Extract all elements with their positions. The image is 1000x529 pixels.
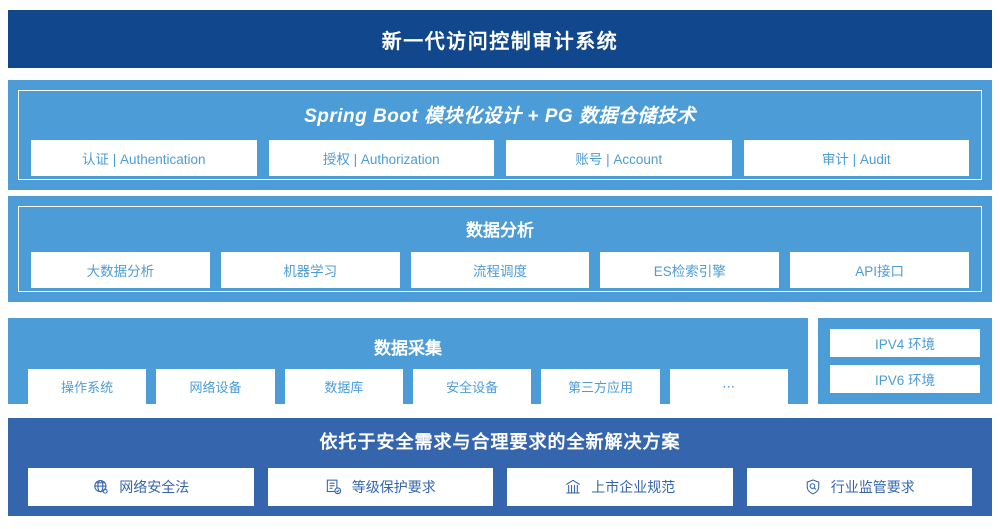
section-data-collection-title: 数据采集 [374,339,442,358]
card-audit[interactable]: 审计 | Audit [743,140,969,176]
section-data-collection: 数据采集 操作系统 网络设备 数据库 安全设备 第三方应用 ⋯ [8,318,808,404]
card-process-scheduling[interactable]: 流程调度 [410,252,590,288]
card-industry-regulation[interactable]: 行业监管要求 [746,468,972,506]
section-springboot-inner: Spring Boot 模块化设计 + PG 数据仓储技术 认证 | Authe… [18,90,982,180]
card-network-device[interactable]: 网络设备 [156,369,275,404]
section-solution-title: 依托于安全需求与合理要求的全新解决方案 [319,432,681,452]
section-springboot: Spring Boot 模块化设计 + PG 数据仓储技术 认证 | Authe… [8,80,992,190]
section-data-analysis-title: 数据分析 [466,221,534,240]
card-database[interactable]: 数据库 [284,369,403,404]
globe-icon [92,478,110,496]
card-machine-learning[interactable]: 机器学习 [220,252,400,288]
card-cybersecurity-law-label: 网络安全法 [119,479,190,495]
document-check-icon [325,478,343,496]
card-ipv4-environment[interactable]: IPV4 环境 [830,329,980,357]
page-header: 新一代访问控制审计系统 [8,10,992,68]
section-data-collection-card-row: 操作系统 网络设备 数据库 安全设备 第三方应用 ⋯ [18,369,798,404]
section-data-analysis-card-row: 大数据分析 机器学习 流程调度 ES检索引擎 API接口 [19,252,981,288]
card-industry-regulation-label: 行业监管要求 [830,479,915,495]
bank-icon [564,478,582,496]
card-more-ellipsis[interactable]: ⋯ [669,369,788,404]
shield-search-icon [804,478,822,496]
section-data-analysis-inner: 数据分析 大数据分析 机器学习 流程调度 ES检索引擎 API接口 [18,206,982,292]
section-data-collection-inner: 数据采集 操作系统 网络设备 数据库 安全设备 第三方应用 ⋯ [18,326,798,404]
card-authorization[interactable]: 授权 | Authorization [268,140,494,176]
section-solution: 依托于安全需求与合理要求的全新解决方案 网络安全法 [8,418,992,516]
section-ipv-environment: IPV4 环境 IPV6 环境 [818,318,992,404]
card-grade-protection[interactable]: 等级保护要求 [267,468,493,506]
section-springboot-title: Spring Boot 模块化设计 + PG 数据仓储技术 [304,106,696,127]
card-listed-company-standards[interactable]: 上市企业规范 [507,468,733,506]
card-operating-system[interactable]: 操作系统 [28,369,147,404]
card-api-interface[interactable]: API接口 [790,252,969,288]
section-solution-inner: 依托于安全需求与合理要求的全新解决方案 网络安全法 [18,428,982,506]
page-title: 新一代访问控制审计系统 [381,30,619,53]
card-account[interactable]: 账号 | Account [506,140,732,176]
card-ipv6-environment[interactable]: IPV6 环境 [830,365,980,393]
card-grade-protection-label: 等级保护要求 [351,479,436,495]
card-third-party-app[interactable]: 第三方应用 [541,369,660,404]
section-springboot-card-row: 认证 | Authentication 授权 | Authorization 账… [19,140,981,176]
card-authentication[interactable]: 认证 | Authentication [31,140,257,176]
card-es-search-engine[interactable]: ES检索引擎 [600,252,780,288]
section-solution-card-row: 网络安全法 等级保护要求 [18,468,982,506]
card-listed-company-standards-label: 上市企业规范 [591,479,676,495]
card-security-device[interactable]: 安全设备 [412,369,532,404]
section-data-analysis: 数据分析 大数据分析 机器学习 流程调度 ES检索引擎 API接口 [8,196,992,302]
card-big-data-analysis[interactable]: 大数据分析 [31,252,210,288]
card-cybersecurity-law[interactable]: 网络安全法 [28,468,254,506]
